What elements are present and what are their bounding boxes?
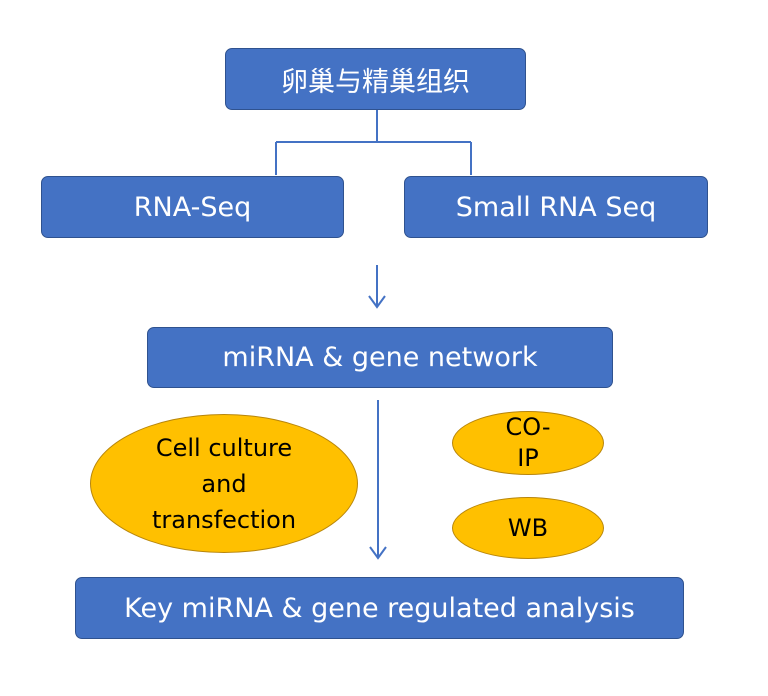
node-wb: WB bbox=[452, 497, 604, 559]
node-network-label: miRNA & gene network bbox=[222, 342, 538, 373]
node-key-analysis-label: Key miRNA & gene regulated analysis bbox=[124, 592, 635, 624]
node-tissue: 卵巢与精巢组织 bbox=[225, 48, 526, 110]
branch-connector bbox=[275, 110, 472, 175]
node-key-analysis: Key miRNA & gene regulated analysis bbox=[75, 577, 684, 639]
down-arrow-1 bbox=[368, 265, 386, 309]
node-small-rna-seq-label: Small RNA Seq bbox=[455, 191, 657, 223]
node-co-ip-label: CO- IP bbox=[505, 413, 551, 472]
node-co-ip: CO- IP bbox=[452, 411, 604, 475]
node-tissue-label: 卵巢与精巢组织 bbox=[281, 66, 470, 98]
node-rna-seq-label: RNA-Seq bbox=[133, 191, 252, 223]
node-cell-culture-label: Cell culture and transfection bbox=[151, 433, 297, 534]
down-arrow-2 bbox=[369, 400, 387, 560]
node-small-rna-seq: Small RNA Seq bbox=[404, 176, 708, 238]
node-network: miRNA & gene network bbox=[147, 327, 613, 388]
node-wb-label: WB bbox=[507, 514, 549, 542]
node-cell-culture: Cell culture and transfection bbox=[90, 414, 358, 553]
node-rna-seq: RNA-Seq bbox=[41, 176, 344, 238]
